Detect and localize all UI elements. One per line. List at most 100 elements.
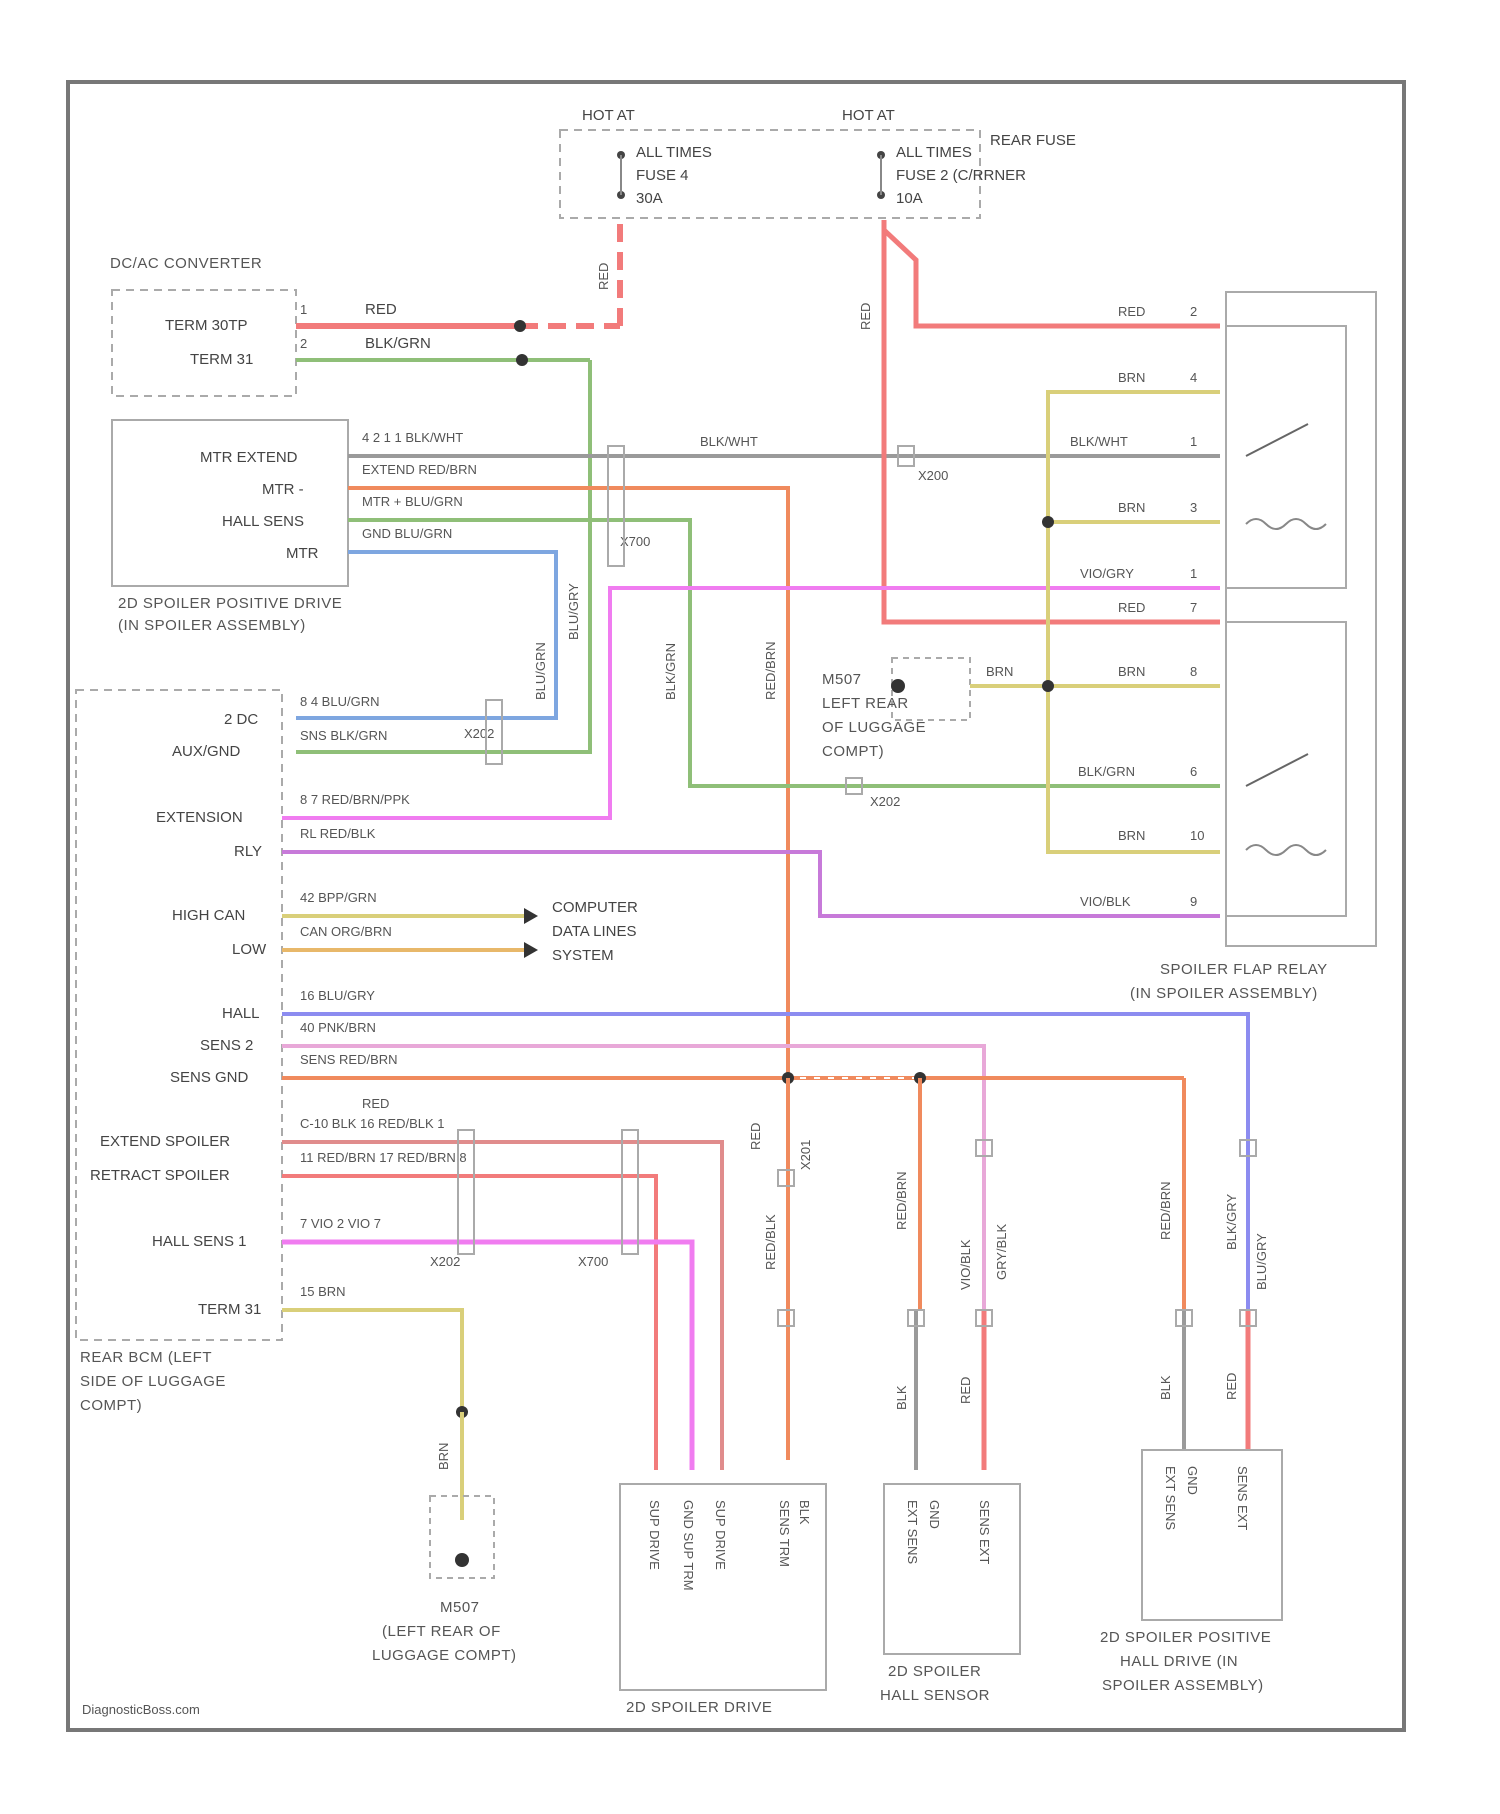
relay-wire-3: BRN	[1118, 500, 1145, 515]
ground-bottom-name: M507	[440, 1599, 480, 1616]
dcac-wire2: BLK/GRN	[365, 335, 431, 352]
connector-marks	[458, 446, 1256, 1326]
vw-red-brn3: RED/BRN	[1158, 1181, 1173, 1240]
bcm-wire-9: C-10 BLK 16 RED/BLK 1	[300, 1116, 445, 1131]
bcm-pin-7: SENS 2	[200, 1037, 253, 1054]
ground-bottom-line1: (LEFT REAR OF	[382, 1623, 501, 1640]
fuse-left-hot-at: HOT AT	[582, 107, 635, 124]
fuse-right-line2: FUSE 2 (C/RRNER	[896, 167, 1026, 184]
fuse-right-line1: ALL TIMES	[896, 144, 972, 161]
bcm-title2: SIDE OF LUGGAGE	[80, 1373, 226, 1390]
fuse-right-hot-at: HOT AT	[842, 107, 895, 124]
ph-title1: 2D SPOILER POSITIVE	[1100, 1629, 1271, 1646]
hall-sensor: EXT SENS GND SENS EXT 2D SPOILER HALL SE…	[880, 1484, 1020, 1704]
computer-data-line1: COMPUTER	[552, 899, 638, 916]
dcac-term31: TERM 31	[190, 351, 253, 368]
ground-mid-name: M507	[822, 671, 862, 688]
spoiler-drive: SUP DRIVE GND SUP TRM SUP DRIVE SENS TRM…	[620, 1484, 826, 1716]
bcm-pin-3: RLY	[234, 843, 262, 860]
relay-pin-5: 7	[1190, 600, 1197, 615]
relay-pin-6: 8	[1190, 664, 1197, 679]
vw-blk-grn: BLK/GRN	[663, 643, 678, 700]
relay-wire-8: BRN	[1118, 828, 1145, 843]
pd-wire-2: MTR + BLU/GRN	[362, 494, 463, 509]
relay-pin-4: 1	[1190, 566, 1197, 581]
relay-wire-5: RED	[1118, 600, 1145, 615]
connector-x202-c: X202	[430, 1254, 460, 1269]
wire-blk-wht-mid: BLK/WHT	[700, 434, 758, 449]
vw-blu-gry: BLU/GRY	[566, 583, 581, 640]
bcm-wire-5: CAN ORG/BRN	[300, 924, 392, 939]
relay-pin-0: 2	[1190, 304, 1197, 319]
relay-pin-9: 9	[1190, 894, 1197, 909]
hs-title2: HALL SENSOR	[880, 1687, 990, 1704]
relay-pin-2: 1	[1190, 434, 1197, 449]
fuse-wire-right: RED	[858, 303, 873, 330]
computer-data-line2: DATA LINES	[552, 923, 636, 940]
hs-pin-1: GND	[927, 1500, 942, 1529]
vw-blk: BLK	[894, 1385, 909, 1410]
dcac-term30: TERM 30TP	[165, 317, 248, 334]
fuse-left-line1: ALL TIMES	[636, 144, 712, 161]
hs-title1: 2D SPOILER	[888, 1663, 981, 1680]
spoiler-flap-relay: RED BRN BLK/WHT BRN VIO/GRY RED BRN BLK/…	[1070, 292, 1376, 1002]
bcm-pin-8: SENS GND	[170, 1069, 249, 1086]
ph-pin-1: GND	[1185, 1466, 1200, 1495]
sd-pin-0: SUP DRIVE	[647, 1500, 662, 1570]
bcm-pin-12: TERM 31	[198, 1301, 261, 1318]
ground-mid-line3: COMPT)	[822, 743, 884, 760]
bcm-title3: COMPT)	[80, 1397, 142, 1414]
ground-mid-line2: OF LUGGAGE	[822, 719, 926, 736]
vw-red2: RED	[958, 1377, 973, 1404]
bcm-pin-1: AUX/GND	[172, 743, 241, 760]
pd-wire-0: 4 2 1 1 BLK/WHT	[362, 430, 463, 445]
vw-blu-grn: BLU/GRN	[533, 642, 548, 700]
relay-pin-3: 3	[1190, 500, 1197, 515]
pd-pin-3: MTR	[286, 545, 319, 562]
pd-wire-1: EXTEND RED/BRN	[362, 462, 477, 477]
diagram-frame	[68, 82, 1404, 1730]
bcm-pin-10: RETRACT SPOILER	[90, 1167, 230, 1184]
ph-title2: HALL DRIVE (IN	[1120, 1653, 1238, 1670]
relay-wire-6: BRN	[1118, 664, 1145, 679]
bcm-wire-4: 42 BPP/GRN	[300, 890, 377, 905]
ground-mid-line1: LEFT REAR	[822, 695, 909, 712]
vw-blu-gry2: BLU/GRY	[1254, 1233, 1269, 1290]
fuse-right-line3: 10A	[896, 190, 923, 207]
dcac-wire1: RED	[365, 301, 397, 318]
pd-wire-3: GND BLU/GRN	[362, 526, 452, 541]
sd-pin-2: SUP DRIVE	[713, 1500, 728, 1570]
connector-x201: X201	[798, 1140, 813, 1170]
computer-data-line3: SYSTEM	[552, 947, 614, 964]
connector-x200-top: X200	[918, 468, 948, 483]
fuse-wire-left: RED	[596, 263, 611, 290]
relay-pin-8: 10	[1190, 828, 1204, 843]
fuse-box: HOT AT ALL TIMES FUSE 4 30A HOT AT ALL T…	[560, 107, 1076, 218]
fuse-left-line3: 30A	[636, 190, 663, 207]
vw-red3: RED	[1224, 1373, 1239, 1400]
vw-red-blk: RED/BLK	[763, 1214, 778, 1270]
bcm-wire-12: 15 BRN	[300, 1284, 346, 1299]
bcm-wire-10: 11 RED/BRN 17 RED/BRN 8	[300, 1150, 467, 1165]
connector-x202-b: X202	[870, 794, 900, 809]
bcm-wire-8: SENS RED/BRN	[300, 1052, 398, 1067]
footer-watermark: DiagnosticBoss.com	[82, 1702, 200, 1717]
pd-pin-2: HALL SENS	[222, 513, 304, 530]
sd-title: 2D SPOILER DRIVE	[626, 1699, 772, 1716]
relay-pin-7: 6	[1190, 764, 1197, 779]
pd-title1: 2D SPOILER POSITIVE DRIVE	[118, 595, 342, 612]
vw-red: RED	[748, 1123, 763, 1150]
relay-pin-1: 4	[1190, 370, 1197, 385]
ground-bottom-wire: BRN	[436, 1443, 451, 1470]
rear-fuse-label: REAR FUSE	[990, 132, 1076, 149]
bcm-pin-5: LOW	[232, 941, 267, 958]
bcm-pin-2: EXTENSION	[156, 809, 243, 826]
bcm-pin-6: HALL	[222, 1005, 260, 1022]
relay-wire-1: BRN	[1118, 370, 1145, 385]
dcac-pin1: 1	[300, 302, 307, 317]
vw-blk2: BLK	[1158, 1375, 1173, 1400]
bcm-pin-9: EXTEND SPOILER	[100, 1133, 230, 1150]
ground-mid-wire: BRN	[986, 664, 1013, 679]
bcm-pin-4: HIGH CAN	[172, 907, 245, 924]
pd-title2: (IN SPOILER ASSEMBLY)	[118, 617, 306, 634]
